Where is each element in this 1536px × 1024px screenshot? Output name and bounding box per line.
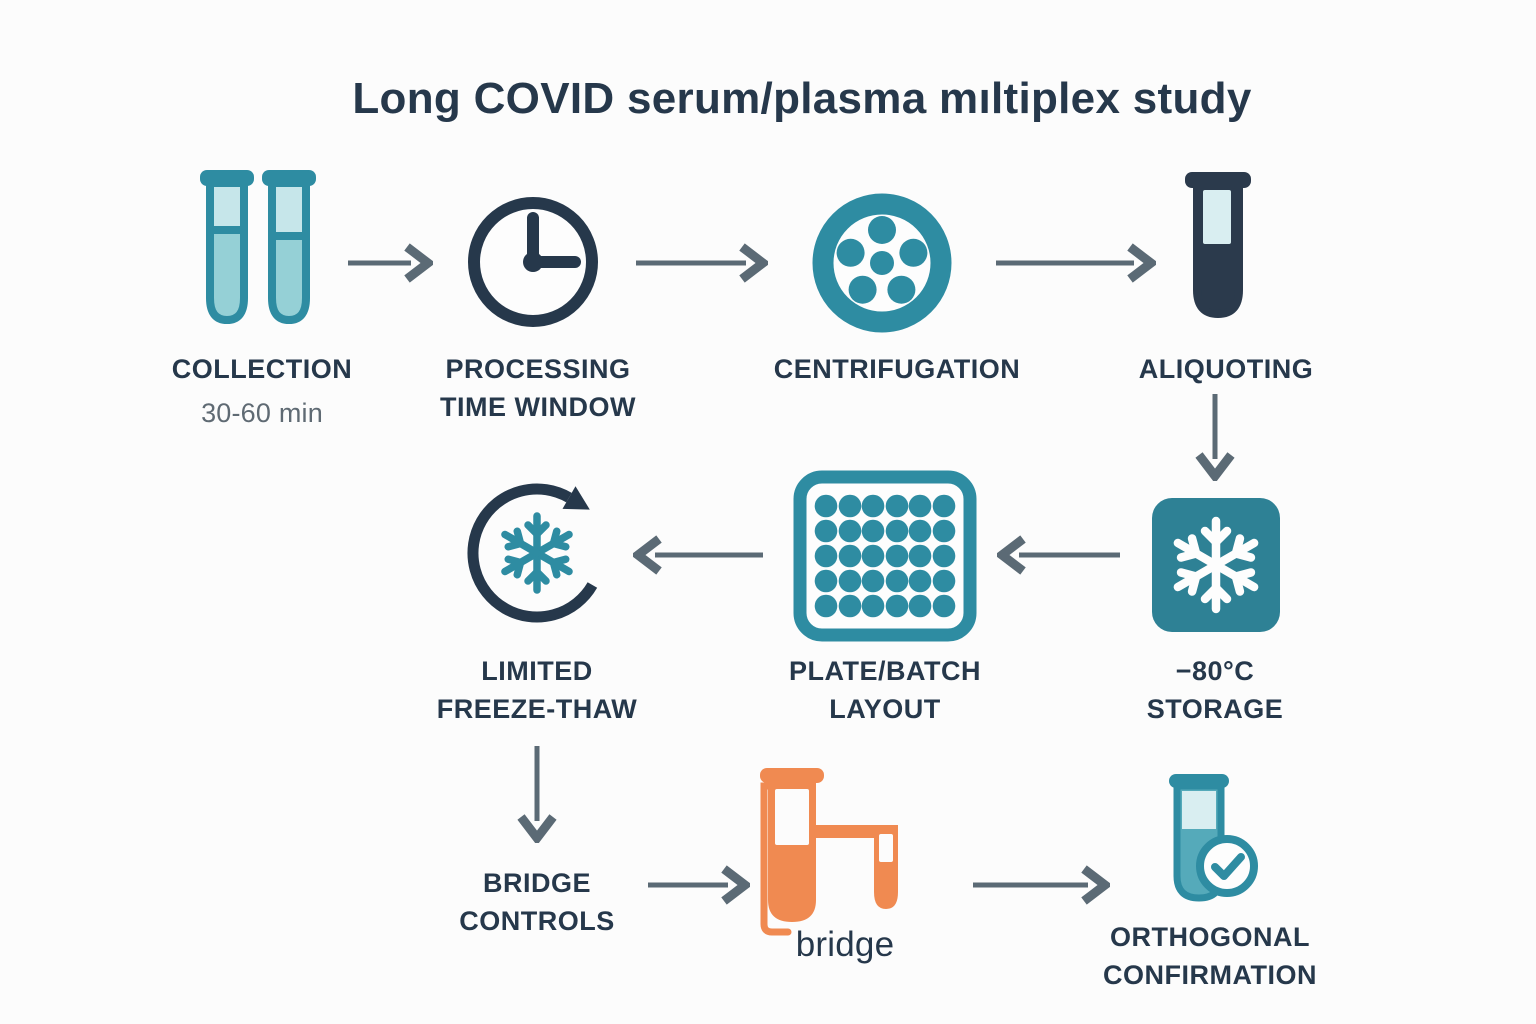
arrow-aliquoting-to-storage-icon <box>1195 394 1235 481</box>
processing-label-line2: TIME WINDOW <box>440 392 636 422</box>
bridge-tubes-icon <box>760 768 898 936</box>
storage-label: −80°C STORAGE <box>1095 652 1335 728</box>
orthogonal-label-line1: ORTHOGONAL <box>1110 922 1310 952</box>
freeze-thaw-label: LIMITED FREEZE-THAW <box>397 652 677 728</box>
arrow-plate-to-freezethaw-icon <box>633 535 763 575</box>
arrow-processing-to-centrifugation-icon <box>636 243 768 283</box>
bridge-label: bridge <box>795 925 895 964</box>
centrifuge-rotor-icon <box>812 193 952 333</box>
arrow-centrifugation-to-aliquoting-icon <box>996 243 1156 283</box>
orthogonal-label-line2: CONFIRMATION <box>1103 960 1317 990</box>
centrifugation-label: CENTRIFUGATION <box>773 354 1021 384</box>
arrow-bridge-to-orthogonal-icon <box>973 865 1110 905</box>
bridge-controls-label-line1: BRIDGE <box>482 868 591 898</box>
collection-duration: 30-60 min <box>201 398 323 428</box>
bridge-controls-label: BRIDGE CONTROLS <box>417 864 657 940</box>
storage-label-line2: STORAGE <box>1146 694 1284 724</box>
clock-icon <box>468 197 598 327</box>
plate-label: PLATE/BATCH LAYOUT <box>765 652 1005 728</box>
arrow-bridgecontrols-to-bridge-icon <box>648 865 750 905</box>
arrow-freezethaw-to-bridgecontrols-icon <box>517 746 557 843</box>
aliquoting-label: ALIQUOTING <box>1138 354 1314 384</box>
freeze-thaw-cycle-icon <box>467 483 598 623</box>
orthogonal-label: ORTHOGONAL CONFIRMATION <box>1060 918 1360 994</box>
page-title: Long COVID serum/plasma mıltiplex study <box>352 74 1252 123</box>
plate-label-line1: PLATE/BATCH <box>789 656 981 686</box>
collection-label: COLLECTION <box>171 354 353 384</box>
tube-checkmark-icon <box>1169 774 1258 902</box>
bridge-controls-label-line2: CONTROLS <box>459 906 615 936</box>
arrow-collection-to-processing-icon <box>348 243 433 283</box>
multiwell-plate-icon <box>793 470 977 642</box>
arrow-storage-to-plate-icon <box>997 535 1120 575</box>
freeze-thaw-label-line2: FREEZE-THAW <box>436 694 638 724</box>
test-tubes-icon <box>200 170 316 324</box>
storage-label-line1: −80°C <box>1175 656 1255 686</box>
plate-label-line2: LAYOUT <box>829 694 941 724</box>
processing-label-line1: PROCESSING <box>445 354 631 384</box>
processing-label: PROCESSING TIME WINDOW <box>408 350 668 426</box>
aliquot-tube-icon <box>1185 172 1251 318</box>
freeze-thaw-label-line1: LIMITED <box>481 656 593 686</box>
freezer-snowflake-icon <box>1152 498 1280 632</box>
